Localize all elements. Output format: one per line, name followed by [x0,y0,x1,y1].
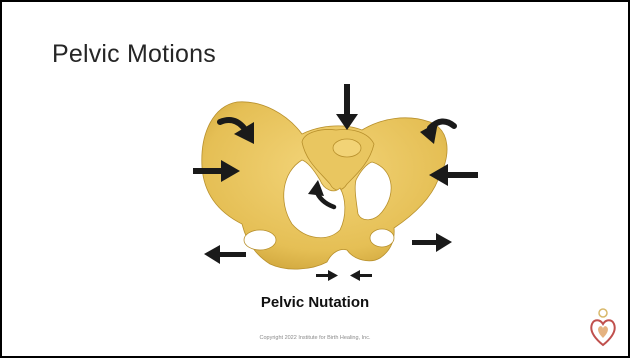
pelvis-bone [202,102,447,269]
heart-logo-icon [588,305,618,349]
copyright-footer: Copyright 2022 Institute for Birth Heali… [2,335,628,341]
arrow-right-icon [316,270,338,281]
figure-caption: Pelvic Nutation [2,294,628,311]
arrow-down-icon [336,84,358,130]
arrow-right-icon [412,233,452,252]
arrow-left-icon [204,245,246,264]
arrow-left-icon [350,270,372,281]
